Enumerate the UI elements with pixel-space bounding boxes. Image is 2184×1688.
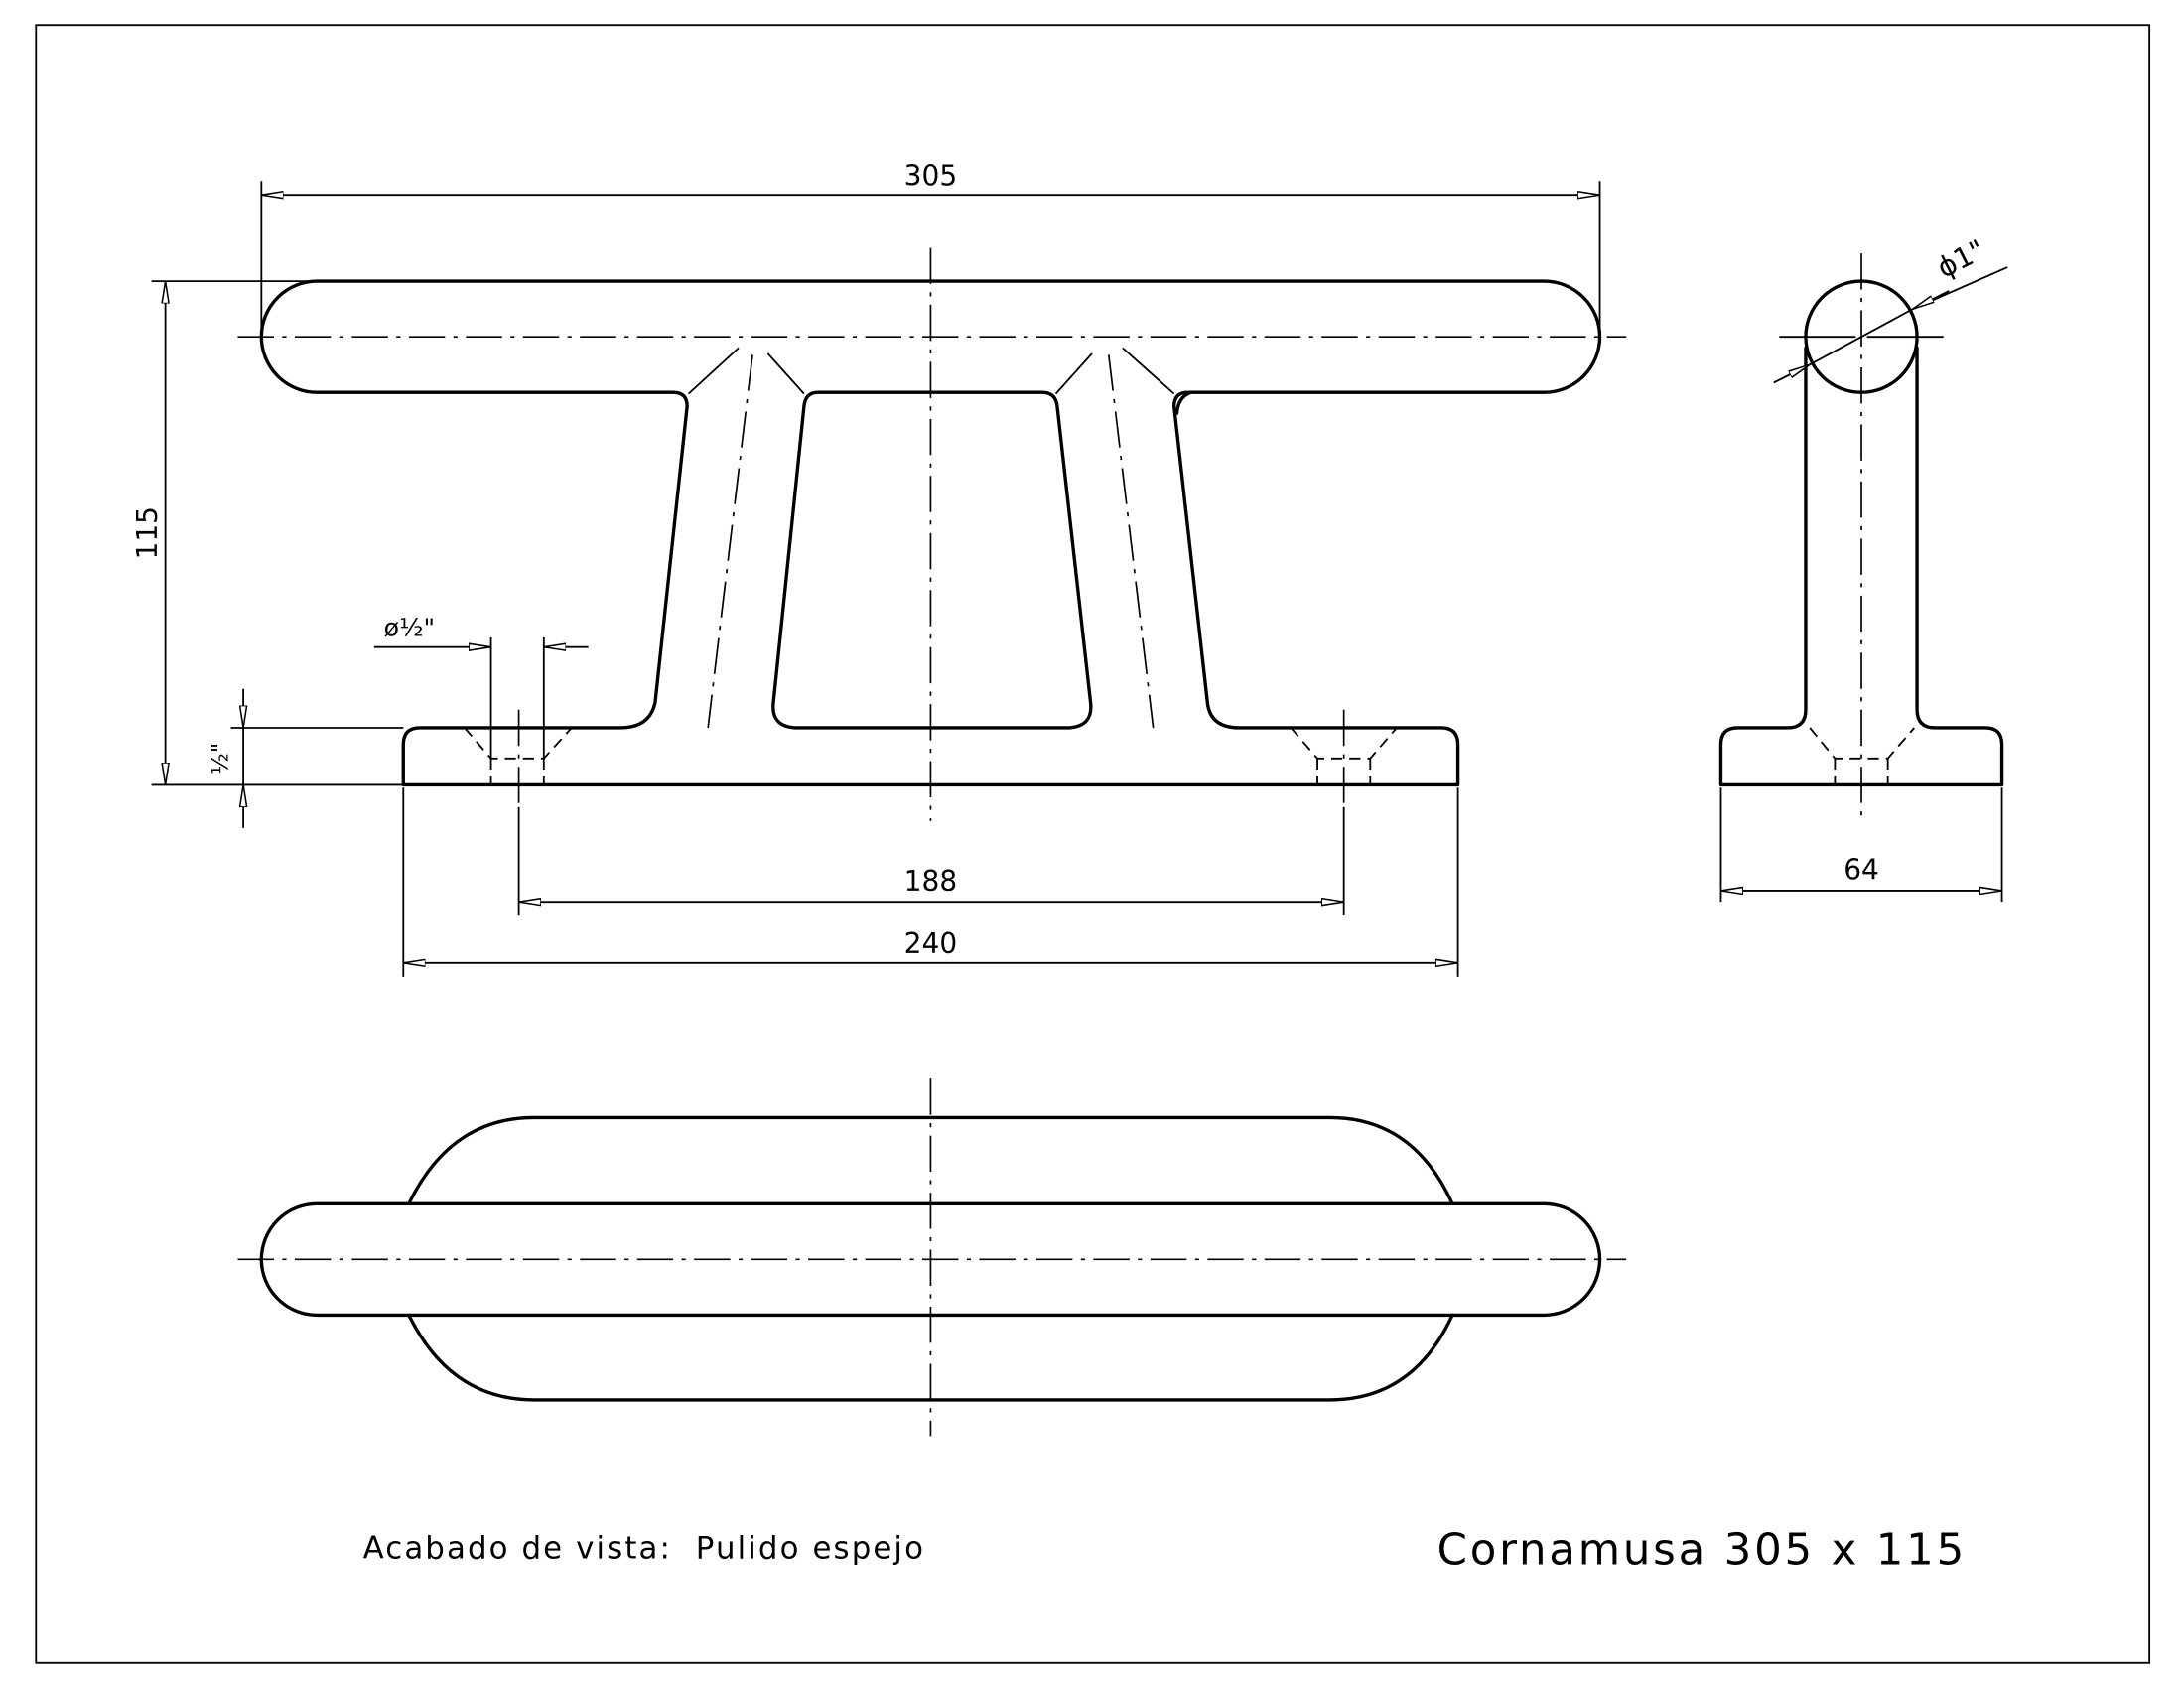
dimension-188: 188 — [517, 806, 1345, 916]
dim-base-width: 64 — [1843, 854, 1879, 887]
dimension-64: 64 — [1719, 787, 2003, 903]
top-view — [237, 1078, 1627, 1437]
dimension-hole-diameter: ø½" — [373, 613, 589, 759]
dimension-305: 305 — [260, 159, 1601, 335]
drawing-title: Cornamusa 305 x 115 — [1437, 1525, 1967, 1575]
dim-hole-spacing: 188 — [904, 865, 957, 898]
dim-overall-length: 305 — [904, 159, 957, 192]
dim-height: 115 — [131, 506, 164, 559]
dimension-240: 240 — [402, 787, 1459, 977]
sheet-border — [35, 24, 2151, 1664]
dim-hole-diameter: ø½" — [384, 613, 435, 641]
dim-horn-diameter: ϕ1" — [1932, 233, 1990, 285]
front-view — [237, 247, 1627, 821]
finish-note: Acabado de vista: Pulido espejo — [363, 1531, 925, 1567]
dim-base-length: 240 — [904, 927, 957, 960]
dimension-115: 115 — [131, 280, 404, 786]
side-view: ϕ1" — [1718, 233, 2008, 821]
dimension-half-inch: ½" — [208, 688, 404, 828]
dim-base-thickness: ½" — [208, 743, 234, 774]
